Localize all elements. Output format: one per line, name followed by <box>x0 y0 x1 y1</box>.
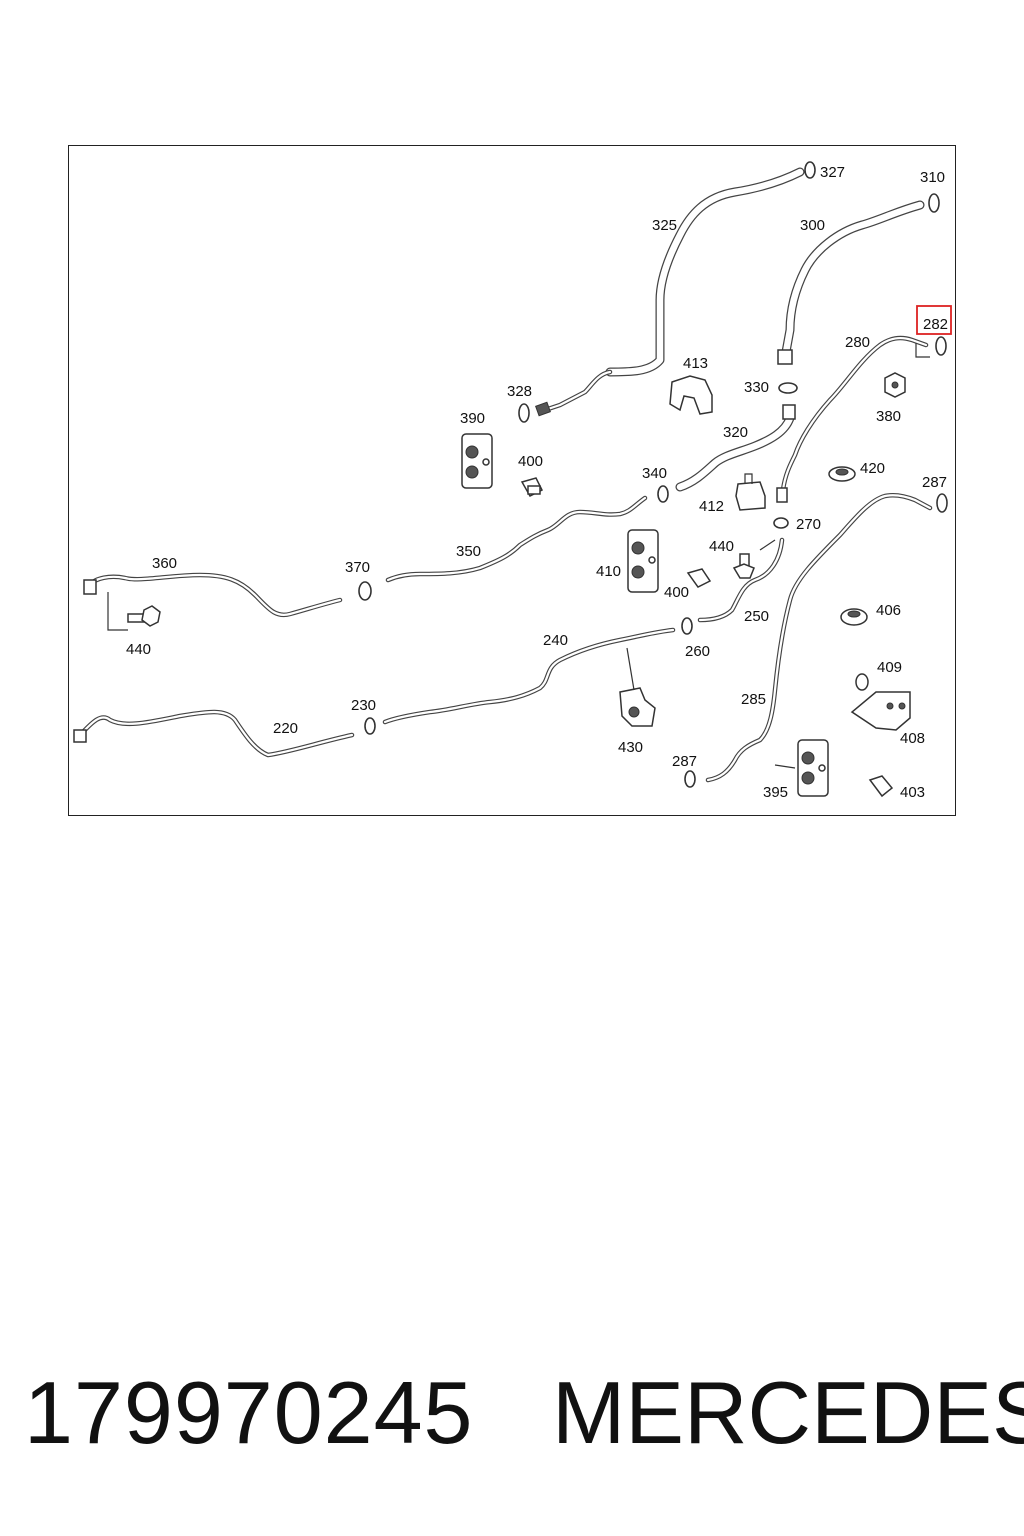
o-ring-282 <box>935 336 947 356</box>
nut-380 <box>884 372 906 398</box>
label-380: 380 <box>876 408 901 425</box>
pipe-350 <box>385 495 648 583</box>
part-number-text: 179970245 <box>24 1363 474 1462</box>
bracket-395 <box>797 739 829 797</box>
o-ring-230 <box>364 717 376 735</box>
cap-409 <box>855 673 869 691</box>
clip-412 <box>735 473 766 511</box>
pipe-220 <box>73 709 355 758</box>
pipe-250 <box>697 537 785 623</box>
grommet-406 <box>840 608 868 626</box>
label-320: 320 <box>723 424 748 441</box>
label-370: 370 <box>345 559 370 576</box>
label-440-left: 440 <box>126 641 151 658</box>
label-400-lower: 400 <box>664 584 689 601</box>
label-285: 285 <box>741 691 766 708</box>
bolt-400-upper <box>520 477 544 497</box>
o-ring-340 <box>657 485 669 503</box>
bolt-400-lower <box>686 568 712 588</box>
label-310: 310 <box>920 169 945 186</box>
pipe-280 <box>776 335 929 503</box>
stud-440-middle <box>732 539 776 579</box>
label-420: 420 <box>860 460 885 477</box>
bracket-410 <box>627 529 659 593</box>
label-413: 413 <box>683 355 708 372</box>
label-410: 410 <box>596 563 621 580</box>
label-270: 270 <box>796 516 821 533</box>
brand-text: MERCEDES <box>552 1363 1024 1462</box>
clip-430 <box>619 647 656 727</box>
label-440-middle: 440 <box>709 538 734 555</box>
highlight-box-282 <box>916 305 952 335</box>
o-ring-287-lower <box>684 770 696 788</box>
label-400-upper: 400 <box>518 453 543 470</box>
label-250: 250 <box>744 608 769 625</box>
o-ring-327 <box>804 161 816 179</box>
label-350: 350 <box>456 543 481 560</box>
stud-440-left <box>107 592 161 631</box>
bracket-390 <box>461 433 493 489</box>
label-409: 409 <box>877 659 902 676</box>
o-ring-310 <box>928 193 940 213</box>
pipe-320 <box>675 404 796 492</box>
hose-325 <box>535 167 805 417</box>
label-220: 220 <box>273 720 298 737</box>
label-327: 327 <box>820 164 845 181</box>
label-300: 300 <box>800 217 825 234</box>
o-ring-260 <box>681 617 693 635</box>
label-430: 430 <box>618 739 643 756</box>
bracket-408 <box>850 691 911 731</box>
label-287-upper: 287 <box>922 474 947 491</box>
label-360: 360 <box>152 555 177 572</box>
label-412: 412 <box>699 498 724 515</box>
label-408: 408 <box>900 730 925 747</box>
label-240: 240 <box>543 632 568 649</box>
o-ring-287-upper <box>936 493 948 513</box>
grommet-420 <box>828 466 856 482</box>
label-330: 330 <box>744 379 769 396</box>
o-ring-330 <box>778 382 798 394</box>
hose-300 <box>777 200 925 365</box>
label-406: 406 <box>876 602 901 619</box>
label-282[interactable]: 282 <box>923 316 948 333</box>
label-340: 340 <box>642 465 667 482</box>
label-390: 390 <box>460 410 485 427</box>
label-260: 260 <box>685 643 710 660</box>
label-230: 230 <box>351 697 376 714</box>
label-325: 325 <box>652 217 677 234</box>
label-395: 395 <box>763 784 788 801</box>
label-287-lower: 287 <box>672 753 697 770</box>
o-ring-328 <box>518 403 530 423</box>
o-ring-270 <box>773 517 789 529</box>
pipe-240 <box>382 627 676 725</box>
label-328: 328 <box>507 383 532 400</box>
clip-413 <box>669 375 713 415</box>
label-280: 280 <box>845 334 870 351</box>
label-403: 403 <box>900 784 925 801</box>
pipe-360 <box>83 572 343 618</box>
o-ring-370 <box>358 581 372 601</box>
bolt-403 <box>868 775 894 798</box>
pipe-285 <box>705 492 933 783</box>
